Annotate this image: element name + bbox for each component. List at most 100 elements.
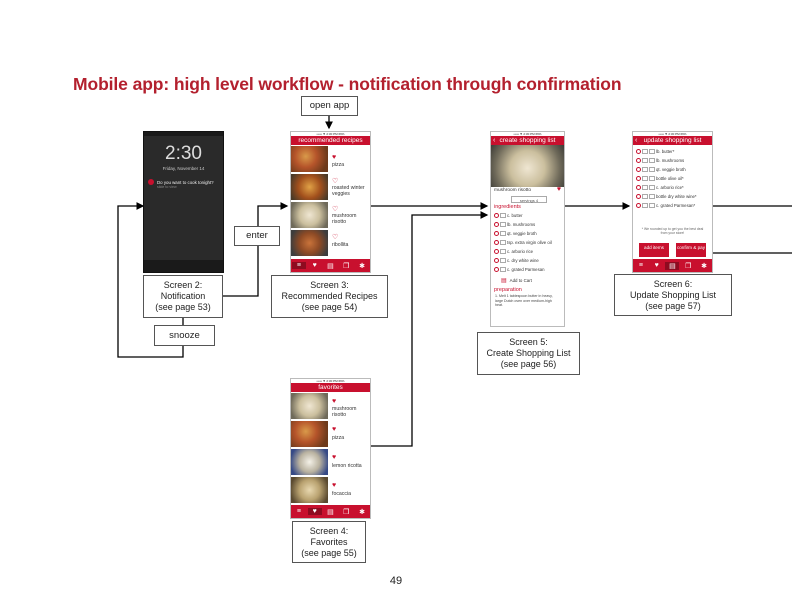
confirm-pay-button[interactable]: confirm & pay xyxy=(676,243,706,257)
shopping-item-row[interactable]: c. arborio rice* xyxy=(636,183,709,192)
checkbox[interactable] xyxy=(494,240,499,245)
shopping-item-row[interactable]: c. grated Parmesan* xyxy=(636,201,709,210)
heart-icon[interactable]: ♡ xyxy=(332,178,339,185)
heart-icon[interactable]: ♥ xyxy=(332,454,337,461)
unit-field[interactable] xyxy=(649,185,655,190)
checkbox[interactable] xyxy=(494,258,499,263)
heart-tab-icon[interactable]: ♥ xyxy=(307,508,322,515)
checkbox[interactable] xyxy=(636,185,641,190)
update-list-header: ‹update shopping list xyxy=(633,136,712,145)
quantity-field[interactable] xyxy=(642,176,648,181)
checkbox[interactable] xyxy=(636,203,641,208)
recipe-row[interactable]: ♡ roasted winter veggies xyxy=(291,173,370,201)
menu-icon[interactable]: ≡ xyxy=(638,262,643,269)
quantity-field[interactable] xyxy=(500,213,506,218)
quantity-field[interactable] xyxy=(500,249,506,254)
heart-icon[interactable]: ♡ xyxy=(332,206,339,213)
ingredient-row[interactable]: c. grated Parmesan xyxy=(494,265,561,274)
ingredient-name: c. dry white wine xyxy=(507,258,539,263)
unit-field[interactable] xyxy=(649,149,655,154)
checkbox[interactable] xyxy=(636,167,641,172)
menu-icon[interactable]: ≡ xyxy=(296,508,301,515)
quantity-field[interactable] xyxy=(500,267,506,272)
recipe-row[interactable]: ♡ mushroom risotto xyxy=(291,201,370,229)
shopping-item-row[interactable]: bottle dry white wine* xyxy=(636,192,709,201)
heart-tab-icon[interactable]: ♥ xyxy=(312,262,317,269)
checkbox[interactable] xyxy=(494,222,499,227)
shopping-item-row[interactable]: lb. mushrooms xyxy=(636,156,709,165)
checkbox[interactable] xyxy=(494,267,499,272)
back-arrow-icon[interactable]: ‹ xyxy=(635,137,638,144)
screen-3-caption: Screen 3: Recommended Recipes (see page … xyxy=(271,275,388,318)
shopping-item-row[interactable]: lb. butter* xyxy=(636,147,709,156)
heart-icon[interactable]: ♥ xyxy=(332,154,337,161)
checkbox[interactable] xyxy=(636,158,641,163)
notification-banner[interactable]: Do you want to cook tonight? xyxy=(148,179,219,185)
quantity-field[interactable] xyxy=(642,158,648,163)
heart-icon[interactable]: ♥ xyxy=(332,482,337,489)
recipe-row[interactable]: ♥ pizza xyxy=(291,420,370,448)
shopping-item-row[interactable]: bottle olive oil* xyxy=(636,174,709,183)
recipe-row[interactable]: ♥ pizza xyxy=(291,145,370,173)
unit-field[interactable] xyxy=(649,167,655,172)
recipe-row[interactable]: ♥ focaccia xyxy=(291,476,370,504)
ingredient-row[interactable]: qt. veggie broth xyxy=(494,229,561,238)
heart-icon[interactable]: ♥ xyxy=(332,426,337,433)
cart-icon[interactable]: ▤ xyxy=(327,262,334,270)
recipe-name: ribollita xyxy=(332,242,349,248)
gear-icon[interactable]: ✱ xyxy=(359,262,366,270)
unit-field[interactable] xyxy=(649,158,655,163)
checkbox[interactable] xyxy=(636,149,641,154)
unit-field[interactable] xyxy=(649,176,655,181)
arrow-enter xyxy=(222,202,289,297)
item-name: bottle dry white wine* xyxy=(656,194,697,199)
phone-favorites: ••••• ▼ 2:30 PM 66% favorites ♥ mushroom… xyxy=(290,378,371,519)
shopping-item-row[interactable]: qt. veggie broth xyxy=(636,165,709,174)
ingredient-row[interactable]: c. butter xyxy=(494,211,561,220)
quantity-field[interactable] xyxy=(500,258,506,263)
cart-icon[interactable]: ▤ xyxy=(665,261,680,270)
recipe-name: mushroom risotto xyxy=(332,213,357,225)
heart-icon[interactable]: ♡ xyxy=(332,234,339,241)
quantity-field[interactable] xyxy=(642,149,648,154)
menu-icon[interactable]: ≡ xyxy=(291,262,306,269)
item-name: c. arborio rice* xyxy=(656,185,684,190)
checkbox[interactable] xyxy=(494,231,499,236)
ingredient-row[interactable]: c. arborio rice xyxy=(494,247,561,256)
heart-icon[interactable]: ♥ xyxy=(556,186,561,193)
gear-icon[interactable]: ✱ xyxy=(701,262,708,270)
list-icon[interactable]: ❐ xyxy=(685,262,692,270)
quantity-field[interactable] xyxy=(642,185,648,190)
ingredient-row[interactable]: tsp. extra virgin olive oil xyxy=(494,238,561,247)
heart-tab-icon[interactable]: ♥ xyxy=(654,262,659,269)
gear-icon[interactable]: ✱ xyxy=(359,508,366,516)
checkbox[interactable] xyxy=(636,176,641,181)
unit-field[interactable] xyxy=(649,194,655,199)
checkbox[interactable] xyxy=(494,249,499,254)
quantity-field[interactable] xyxy=(500,231,506,236)
recipe-row[interactable]: ♥ lemon ricotta xyxy=(291,448,370,476)
heart-icon[interactable]: ♥ xyxy=(332,398,337,405)
servings-stepper[interactable]: servings 4 xyxy=(511,196,547,203)
add-to-cart-button[interactable]: ▤ Add to Cart xyxy=(491,275,564,284)
ingredient-row[interactable]: c. dry white wine xyxy=(494,256,561,265)
list-icon[interactable]: ❐ xyxy=(343,508,350,516)
list-icon[interactable]: ❐ xyxy=(343,262,350,270)
quantity-field[interactable] xyxy=(642,167,648,172)
quantity-field[interactable] xyxy=(642,194,648,199)
quantity-field[interactable] xyxy=(642,203,648,208)
unit-field[interactable] xyxy=(649,203,655,208)
cart-icon[interactable]: ▤ xyxy=(327,508,334,516)
recipe-row[interactable]: ♥ mushroom risotto xyxy=(291,392,370,420)
checkbox[interactable] xyxy=(636,194,641,199)
recipe-row[interactable]: ♡ ribollita xyxy=(291,229,370,257)
lock-date: Friday, November 14 xyxy=(162,166,205,171)
checkbox[interactable] xyxy=(494,213,499,218)
add-items-button[interactable]: add items xyxy=(639,243,669,257)
phone-notification-screen: 2:30 Friday, November 14 Do you want to … xyxy=(143,131,224,273)
quantity-field[interactable] xyxy=(500,240,506,245)
ingredient-row[interactable]: lb. mushrooms xyxy=(494,220,561,229)
recipe-name: lemon ricotta xyxy=(332,463,362,469)
back-arrow-icon[interactable]: ‹ xyxy=(493,137,496,144)
quantity-field[interactable] xyxy=(500,222,506,227)
